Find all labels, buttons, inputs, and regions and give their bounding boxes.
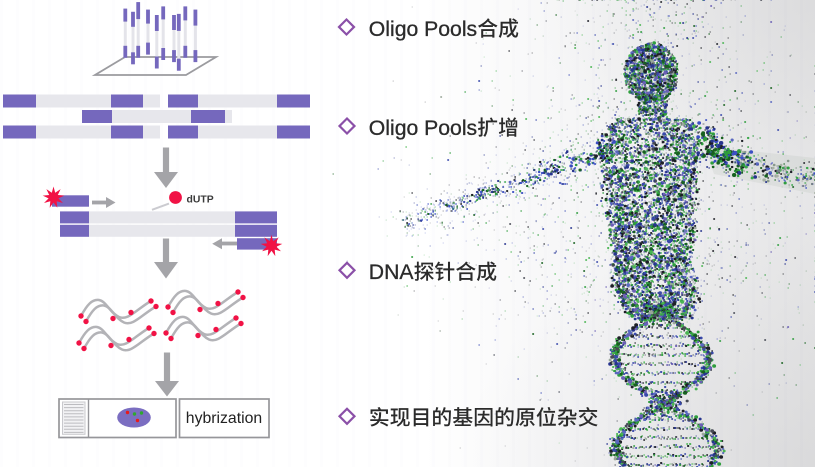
svg-text:hybrization: hybrization	[186, 410, 262, 427]
svg-text:Oligo Pools: Oligo Pools	[369, 117, 477, 140]
svg-text:Oligo Pools: Oligo Pools	[369, 18, 477, 41]
svg-text:dUTP: dUTP	[187, 194, 214, 205]
svg-text:DNA: DNA	[369, 261, 415, 284]
